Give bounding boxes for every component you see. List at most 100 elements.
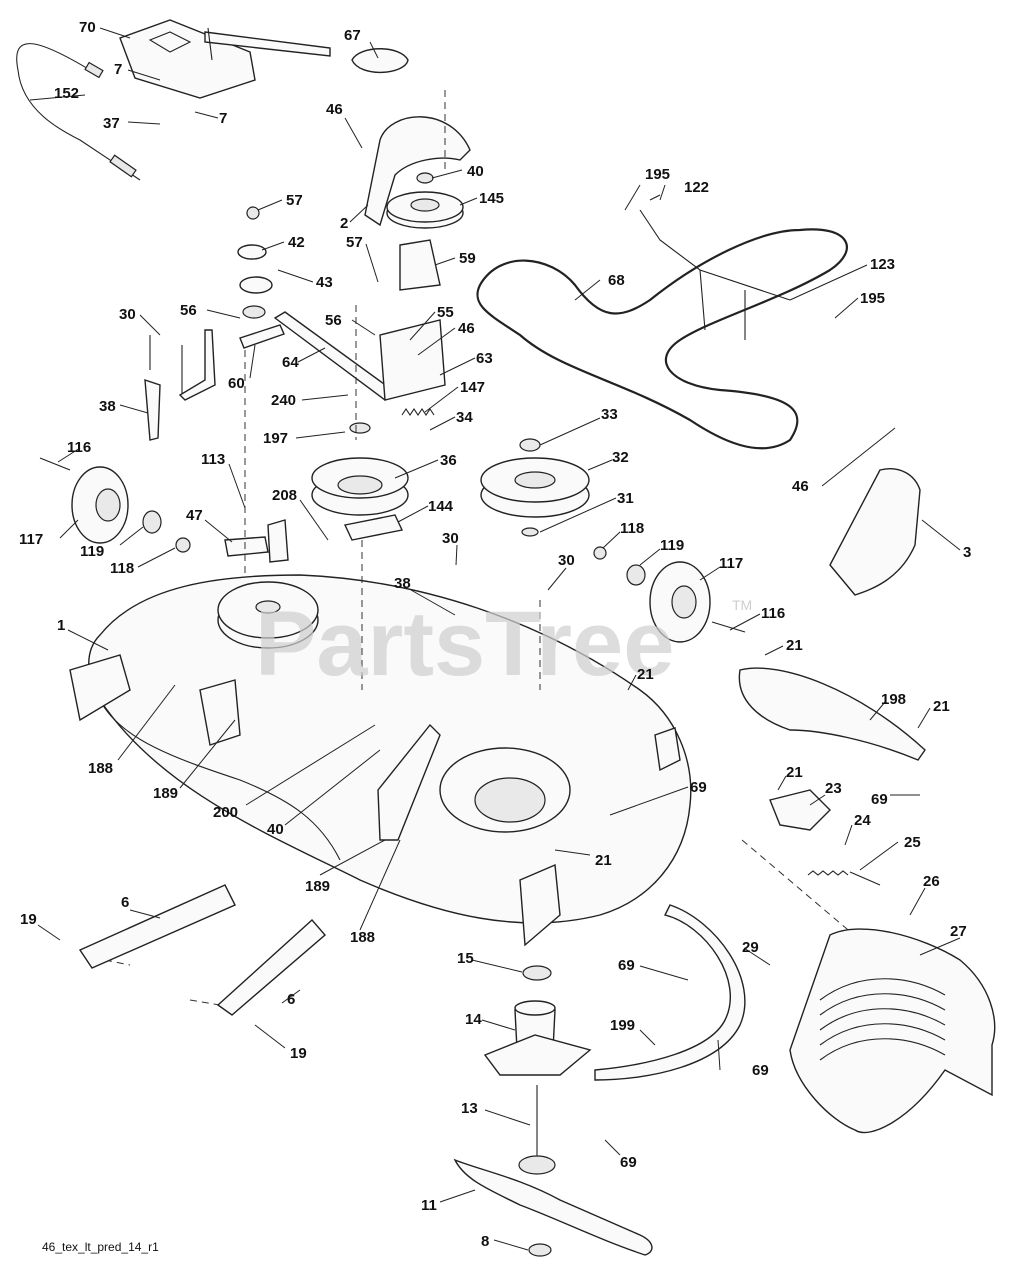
callout-13: 13 bbox=[461, 1100, 478, 1117]
callout-37: 37 bbox=[103, 115, 120, 132]
drawing-code: 46_tex_lt_pred_14_r1 bbox=[42, 1240, 159, 1254]
watermark: PartsTree bbox=[255, 593, 674, 695]
part-144-bracket bbox=[343, 514, 404, 541]
callout-21: 21 bbox=[595, 852, 612, 869]
part-8-nut bbox=[528, 1243, 552, 1257]
callout-34: 34 bbox=[456, 409, 473, 426]
part-70-bracket bbox=[119, 19, 331, 99]
part-6-hanger-right bbox=[216, 919, 326, 1016]
callout-117: 117 bbox=[719, 555, 743, 572]
callout-33: 33 bbox=[601, 406, 618, 423]
callout-8: 8 bbox=[481, 1233, 489, 1250]
callout-40: 40 bbox=[267, 821, 284, 838]
callout-38: 38 bbox=[394, 575, 411, 592]
part-30-bolts-left bbox=[149, 335, 183, 395]
callout-46: 46 bbox=[326, 101, 343, 118]
callout-23: 23 bbox=[825, 780, 842, 797]
callout-6: 6 bbox=[121, 894, 129, 911]
callout-145: 145 bbox=[479, 190, 504, 207]
callout-197: 197 bbox=[263, 430, 288, 447]
part-2-belt-cover bbox=[364, 116, 471, 227]
callout-195: 195 bbox=[860, 290, 885, 307]
callout-57: 57 bbox=[346, 234, 363, 251]
part-152-cable-spring bbox=[109, 154, 137, 178]
callout-19: 19 bbox=[290, 1045, 307, 1062]
part-67-clip bbox=[351, 48, 409, 74]
callout-6: 6 bbox=[287, 991, 295, 1008]
callout-198: 198 bbox=[881, 691, 906, 708]
callout-60: 60 bbox=[228, 375, 245, 392]
part-145-pulley bbox=[386, 172, 464, 229]
part-68-belt bbox=[476, 228, 848, 450]
part-14-spindle bbox=[483, 965, 592, 1175]
callout-31: 31 bbox=[617, 490, 634, 507]
callout-30: 30 bbox=[558, 552, 575, 569]
callout-70: 70 bbox=[79, 19, 96, 36]
part-117-wheel-right bbox=[593, 546, 746, 643]
callout-1: 1 bbox=[57, 617, 65, 634]
callout-69: 69 bbox=[618, 957, 635, 974]
callout-30: 30 bbox=[442, 530, 459, 547]
callout-25: 25 bbox=[904, 834, 921, 851]
part-23-latch bbox=[769, 789, 831, 831]
callout-64: 64 bbox=[282, 354, 299, 371]
callout-57: 57 bbox=[286, 192, 303, 209]
callout-68: 68 bbox=[608, 272, 625, 289]
part-152-cable bbox=[16, 43, 141, 181]
part-152-cable-end bbox=[84, 61, 104, 79]
callout-63: 63 bbox=[476, 350, 493, 367]
callout-46: 46 bbox=[458, 320, 475, 337]
callout-32: 32 bbox=[612, 449, 629, 466]
callout-labels: 70 67 7 152 7 37 46 40 2 145 57 42 57 59… bbox=[19, 19, 971, 1250]
part-198-baffle bbox=[738, 667, 926, 761]
part-6-hanger-left bbox=[78, 884, 236, 969]
part-36-pulley bbox=[311, 422, 409, 516]
callout-189: 189 bbox=[305, 878, 330, 895]
callout-3: 3 bbox=[963, 544, 971, 561]
callout-55: 55 bbox=[437, 304, 454, 321]
part-3-cover bbox=[829, 468, 921, 596]
watermark-trademark: TM bbox=[732, 597, 752, 613]
callout-43: 43 bbox=[316, 274, 333, 291]
callout-21: 21 bbox=[786, 764, 803, 781]
callout-240: 240 bbox=[271, 392, 296, 409]
callout-29: 29 bbox=[742, 939, 759, 956]
callout-117: 117 bbox=[19, 531, 43, 548]
callout-59: 59 bbox=[459, 250, 476, 267]
part-47-bracket bbox=[224, 519, 289, 563]
callout-36: 36 bbox=[440, 452, 457, 469]
callout-188: 188 bbox=[88, 760, 113, 777]
callout-118: 118 bbox=[620, 520, 644, 537]
part-38-bracket-left bbox=[144, 329, 216, 441]
callout-7: 7 bbox=[114, 61, 122, 78]
part-27-chute bbox=[789, 928, 996, 1134]
callout-189: 189 bbox=[153, 785, 178, 802]
callout-119: 119 bbox=[660, 537, 684, 554]
callout-21: 21 bbox=[933, 698, 950, 715]
callout-116: 116 bbox=[761, 605, 785, 622]
part-32-pulley bbox=[480, 438, 590, 537]
callout-30: 30 bbox=[119, 306, 136, 323]
callout-14: 14 bbox=[465, 1011, 482, 1028]
callout-15: 15 bbox=[457, 950, 474, 967]
callout-47: 47 bbox=[186, 507, 203, 524]
callout-69: 69 bbox=[620, 1154, 637, 1171]
callout-27: 27 bbox=[950, 923, 967, 940]
hardware-stack-left bbox=[237, 206, 285, 349]
callout-56: 56 bbox=[325, 312, 342, 329]
leader-lines bbox=[29, 27, 961, 1251]
callout-69: 69 bbox=[752, 1062, 769, 1079]
callout-144: 144 bbox=[428, 498, 454, 515]
callout-21: 21 bbox=[637, 666, 654, 683]
callout-113: 113 bbox=[201, 451, 225, 468]
part-25-spring bbox=[807, 870, 881, 886]
callout-40: 40 bbox=[467, 163, 484, 180]
part-147-spring bbox=[401, 408, 435, 416]
callout-56: 56 bbox=[180, 302, 197, 319]
callout-38: 38 bbox=[99, 398, 116, 415]
callout-123: 123 bbox=[870, 256, 895, 273]
part-11-blade bbox=[453, 1158, 653, 1256]
callout-118: 118 bbox=[110, 560, 134, 577]
callout-19: 19 bbox=[20, 911, 37, 928]
parts-artwork bbox=[16, 19, 996, 1257]
